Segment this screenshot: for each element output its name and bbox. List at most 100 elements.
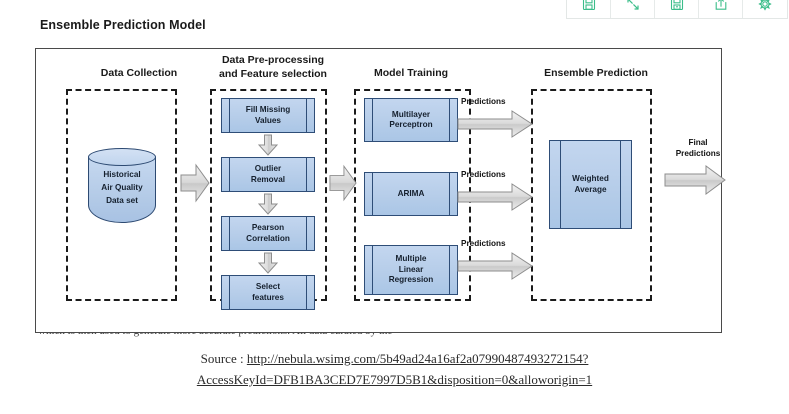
save-as-icon-button[interactable]: [655, 0, 699, 18]
proc-bar-left: [372, 99, 373, 141]
proc-label-line: Multiple: [395, 254, 427, 264]
source-line-2: AccessKeyId=DFB1BA3CED7E7997D5B1&disposi…: [0, 369, 789, 390]
process-box-label: Multilayer Perceptron: [380, 110, 441, 131]
arrow-label-predictions-1: Predictions: [461, 97, 506, 106]
stage-heading-ensemble-prediction: Ensemble Prediction: [506, 66, 686, 80]
source-line-1: Source : http://nebula.wsimg.com/5b49ad2…: [0, 348, 789, 369]
proc-bar-right: [449, 173, 450, 215]
clipped-body-text: which is then used to generate more accu…: [38, 333, 722, 344]
process-box-outlier-removal: Outlier Removal: [221, 157, 315, 192]
cylinder-label-line: Historical: [103, 170, 141, 179]
stage-heading-line: Data Collection: [100, 67, 178, 79]
stage-heading-data-preprocessing: Data Pre-processing and Feature selectio…: [188, 53, 358, 81]
stage-box-ensemble-prediction: [531, 89, 652, 301]
proc-label-line: Outlier: [254, 164, 282, 173]
cylinder-top-ellipse: [88, 148, 156, 166]
proc-bar-right: [306, 217, 307, 250]
cylinder-label-line: Data set: [106, 196, 138, 205]
historical-dataset-cylinder: Historical Air Quality Data set: [88, 148, 156, 223]
proc-bar-right: [306, 276, 307, 309]
final-predictions-line: Predictions: [675, 149, 721, 158]
share-export-icon: [714, 0, 728, 11]
settings-gear-icon-button[interactable]: [743, 0, 787, 18]
stage-heading-model-training: Model Training: [341, 66, 481, 80]
proc-label-line: Perceptron: [389, 120, 433, 129]
proc-bar-left: [372, 246, 373, 294]
proc-bar-right: [449, 99, 450, 141]
save-icon-button[interactable]: [567, 0, 611, 18]
proc-label-line: Regression: [388, 275, 434, 285]
source-caption: Source : http://nebula.wsimg.com/5b49ad2…: [0, 348, 789, 390]
proc-bar-right: [306, 158, 307, 191]
proc-label-line: Select: [255, 282, 281, 291]
diagram-frame: Data Collection Data Pre-processing and …: [35, 48, 726, 333]
proc-label-line: Weighted: [572, 174, 609, 183]
proc-bar-right: [620, 141, 621, 228]
save-as-icon: [670, 0, 684, 11]
stage-box-data-collection: [66, 89, 177, 301]
proc-bar-left: [229, 276, 230, 309]
stage-heading-line: Model Training: [373, 67, 449, 79]
arrow-arima-to-ensemble: [457, 183, 533, 211]
proc-label-line: Average: [574, 184, 607, 194]
arrow-label-final-predictions: Final Predictions: [660, 137, 736, 159]
proc-label-line: Values: [255, 115, 281, 125]
process-box-fill-missing-values: Fill Missing Values: [221, 98, 315, 133]
top-toolbar: [566, 0, 788, 19]
stage-heading-line: Data Pre-processing: [221, 54, 325, 66]
proc-label-line: Linear: [398, 264, 424, 274]
page-title: Ensemble Prediction Model: [40, 18, 206, 32]
arrow-pearson-to-select-features: [258, 252, 278, 274]
arrow-label-predictions-3: Predictions: [461, 239, 506, 248]
cylinder-label-line: Air Quality: [101, 183, 143, 192]
process-box-multiple-linear-regression: Multiple Linear Regression: [364, 245, 458, 295]
process-box-label: ARIMA: [389, 189, 434, 200]
process-box-label: Weighted Average: [563, 174, 618, 195]
arrow-mlp-to-ensemble: [457, 110, 533, 138]
source-label: Source :: [200, 351, 247, 366]
final-predictions-line: Final: [688, 138, 708, 147]
proc-label-line: Fill Missing: [245, 105, 291, 114]
proc-bar-left: [372, 173, 373, 215]
proc-label-line: Multilayer: [391, 109, 431, 119]
cylinder-label: Historical Air Quality Data set: [88, 168, 156, 207]
process-box-label: Multiple Linear Regression: [380, 254, 443, 286]
process-box-multilayer-perceptron: Multilayer Perceptron: [364, 98, 458, 142]
arrow-label-predictions-2: Predictions: [461, 170, 506, 179]
process-box-label: Fill Missing Values: [237, 105, 300, 126]
arrow-fill-missing-to-outlier: [258, 134, 278, 156]
stage-heading-line: and Feature selection: [219, 68, 327, 80]
expand-icon-button[interactable]: [611, 0, 655, 18]
arrow-outlier-to-pearson: [258, 193, 278, 215]
expand-icon: [626, 0, 640, 11]
proc-label-line: Correlation: [246, 233, 290, 243]
stage-heading-data-collection: Data Collection: [74, 66, 204, 80]
share-export-icon-button[interactable]: [699, 0, 743, 18]
process-box-select-features: Select features: [221, 275, 315, 310]
save-icon: [582, 0, 596, 11]
proc-bar-left: [229, 217, 230, 250]
source-url-link-line1[interactable]: http://nebula.wsimg.com/5b49ad24a16af2a0…: [246, 351, 589, 366]
proc-bar-right: [306, 99, 307, 132]
proc-bar-left: [229, 99, 230, 132]
cylinder-body: [88, 157, 156, 223]
arrow-ensemble-to-final-predictions: [664, 165, 726, 195]
process-box-label: Outlier Removal: [242, 164, 294, 185]
process-box-label: Select features: [243, 282, 293, 303]
process-box-label: Pearson Correlation: [237, 223, 299, 244]
settings-gear-icon: [758, 0, 772, 11]
proc-label-line: ARIMA: [397, 188, 425, 198]
arrow-mlr-to-ensemble: [457, 252, 533, 280]
source-url-link-line2[interactable]: AccessKeyId=DFB1BA3CED7E7997D5B1&disposi…: [196, 372, 593, 387]
stage-heading-line: Ensemble Prediction: [544, 67, 648, 79]
process-box-pearson-correlation: Pearson Correlation: [221, 216, 315, 251]
process-box-arima: ARIMA: [364, 172, 458, 216]
proc-bar-left: [229, 158, 230, 191]
proc-label-line: Pearson: [251, 223, 285, 232]
clipped-body-text-line: which is then used to generate more accu…: [38, 333, 722, 337]
proc-label-line: Removal: [250, 174, 286, 184]
arrow-collection-to-preprocessing: [180, 163, 210, 203]
proc-label-line: features: [252, 292, 284, 302]
process-box-weighted-average: Weighted Average: [549, 140, 632, 229]
proc-bar-left: [560, 141, 561, 228]
